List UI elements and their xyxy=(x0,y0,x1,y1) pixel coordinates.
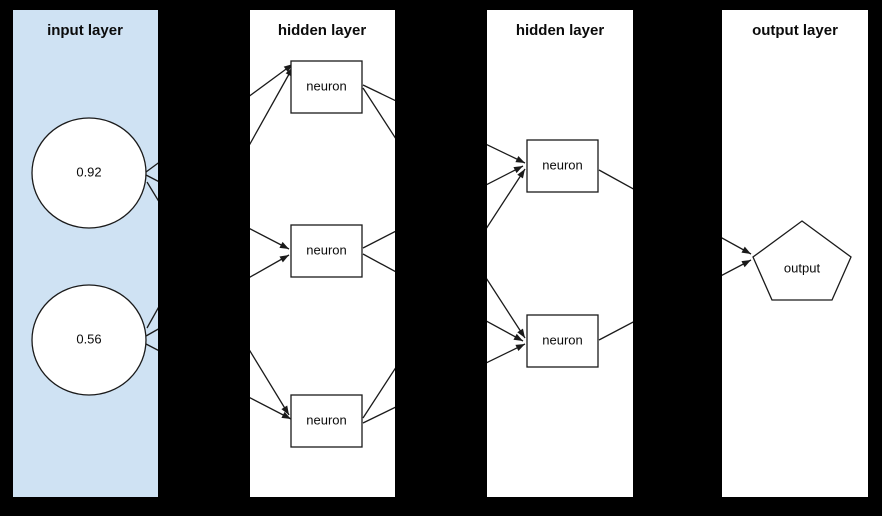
arrowhead-icon xyxy=(741,260,751,268)
arrowhead-icon xyxy=(741,246,751,254)
arrowhead-icon xyxy=(281,411,291,419)
hidden-layer-2-title: hidden layer xyxy=(516,22,605,39)
node-label-h2-node-2: neuron xyxy=(542,332,582,347)
output-layer-title: output layer xyxy=(752,22,838,39)
node-label-input-node-2: 0.56 xyxy=(76,331,101,346)
node-h1-node-3[interactable] xyxy=(290,394,363,448)
arrowhead-icon xyxy=(517,169,525,179)
arrowhead-icon xyxy=(515,344,525,352)
node-input-node-2[interactable] xyxy=(31,284,147,396)
arrowhead-icon xyxy=(517,328,525,338)
node-output-node[interactable] xyxy=(752,220,852,301)
connection-edges-group xyxy=(145,63,752,424)
panel-input-layer xyxy=(13,10,158,497)
node-h2-node-2[interactable] xyxy=(526,314,599,368)
node-label-input-node-1: 0.92 xyxy=(76,164,101,179)
arrowhead-icon xyxy=(513,333,523,341)
layer-nodes-group: 0.92 0.56 neuron neuron neuron neuron neuron ou… xyxy=(31,60,852,448)
node-h2-node-1[interactable] xyxy=(526,139,599,193)
arrowhead-icon xyxy=(513,166,523,174)
panel-hidden-layer-2 xyxy=(487,10,633,497)
hidden-layer-1-title: hidden layer xyxy=(278,22,367,39)
arrowhead-icon xyxy=(281,405,289,415)
node-label-h1-node-2: neuron xyxy=(306,242,346,257)
arrowhead-icon xyxy=(515,156,525,163)
arrowhead-icon xyxy=(279,255,289,263)
node-label-h1-node-1: neuron xyxy=(306,78,346,93)
arrowhead-icon xyxy=(279,241,289,249)
node-label-output-node: output xyxy=(784,260,821,275)
layer-panels-group: input layer hidden layer hidden layer outpu… xyxy=(13,10,868,497)
node-label-h1-node-3: neuron xyxy=(306,412,346,427)
input-layer-title: input layer xyxy=(47,22,123,39)
node-h1-node-1[interactable] xyxy=(290,60,363,114)
node-label-h2-node-1: neuron xyxy=(542,157,582,172)
node-input-node-1[interactable] xyxy=(31,117,147,229)
node-h1-node-2[interactable] xyxy=(290,224,363,278)
